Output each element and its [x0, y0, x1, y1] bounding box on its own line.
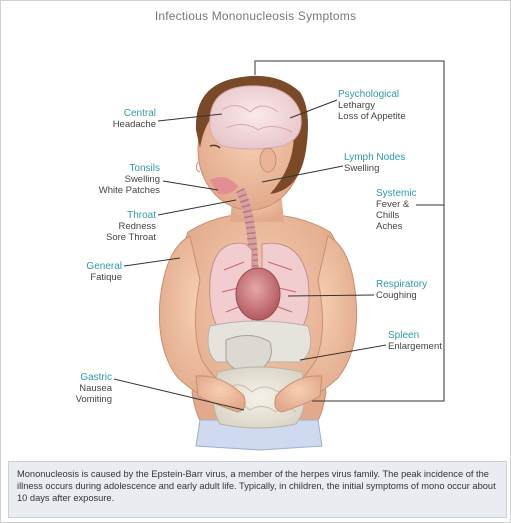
- label-respiratory: Respiratory Coughing: [376, 279, 446, 301]
- label-gastric-detail-2: Vomiting: [75, 394, 112, 405]
- label-throat-category: Throat: [127, 210, 156, 221]
- label-psychological-category: Psychological: [338, 89, 400, 100]
- label-central-category: Central: [123, 108, 156, 119]
- label-tonsils: Tonsils Swelling White Patches: [80, 163, 160, 196]
- label-general: General Fatique: [64, 261, 122, 283]
- label-systemic-category: Systemic: [376, 188, 417, 199]
- brain: [209, 85, 302, 150]
- label-systemic: Systemic Fever & Chills Aches: [376, 188, 436, 232]
- label-spleen-detail: Enlargement: [388, 341, 442, 352]
- label-systemic-detail-2: Chills: [376, 210, 400, 221]
- label-central-detail: Headache: [112, 119, 156, 130]
- label-psychological: Psychological Lethargy Loss of Appetite: [338, 89, 438, 122]
- heart: [235, 267, 281, 321]
- label-lymph-nodes: Lymph Nodes Swelling: [344, 152, 424, 174]
- label-gastric-detail-1: Nausea: [79, 383, 112, 394]
- label-psychological-detail-1: Lethargy: [338, 100, 375, 111]
- label-tonsils-detail-2: White Patches: [98, 185, 160, 196]
- label-respiratory-category: Respiratory: [376, 279, 428, 290]
- label-central: Central Headache: [86, 108, 156, 130]
- label-gastric: Gastric Nausea Vomiting: [56, 372, 112, 405]
- caption-box: Mononucleosis is caused by the Epstein-B…: [8, 461, 507, 518]
- label-respiratory-detail: Coughing: [376, 290, 417, 301]
- label-tonsils-category: Tonsils: [129, 163, 160, 174]
- label-throat-detail-1: Redness: [118, 221, 157, 232]
- label-throat-detail-2: Sore Throat: [106, 232, 156, 243]
- label-spleen-category: Spleen: [388, 330, 420, 341]
- label-systemic-detail-3: Aches: [376, 221, 403, 232]
- label-gastric-category: Gastric: [80, 372, 112, 383]
- label-general-detail: Fatique: [90, 272, 122, 283]
- label-systemic-detail-1: Fever &: [376, 199, 410, 210]
- label-lymph-nodes-category: Lymph Nodes: [344, 152, 406, 163]
- label-general-category: General: [86, 261, 122, 272]
- leader-lines: [113, 60, 445, 411]
- label-spleen: Spleen Enlargement: [388, 330, 458, 352]
- label-lymph-nodes-detail: Swelling: [344, 163, 380, 174]
- label-tonsils-detail-1: Swelling: [124, 174, 160, 185]
- figure-title: Infectious Mononucleosis Symptoms: [154, 9, 357, 23]
- intestines: [213, 366, 306, 429]
- label-throat: Throat Redness Sore Throat: [86, 210, 156, 243]
- label-psychological-detail-2: Loss of Appetite: [338, 111, 406, 122]
